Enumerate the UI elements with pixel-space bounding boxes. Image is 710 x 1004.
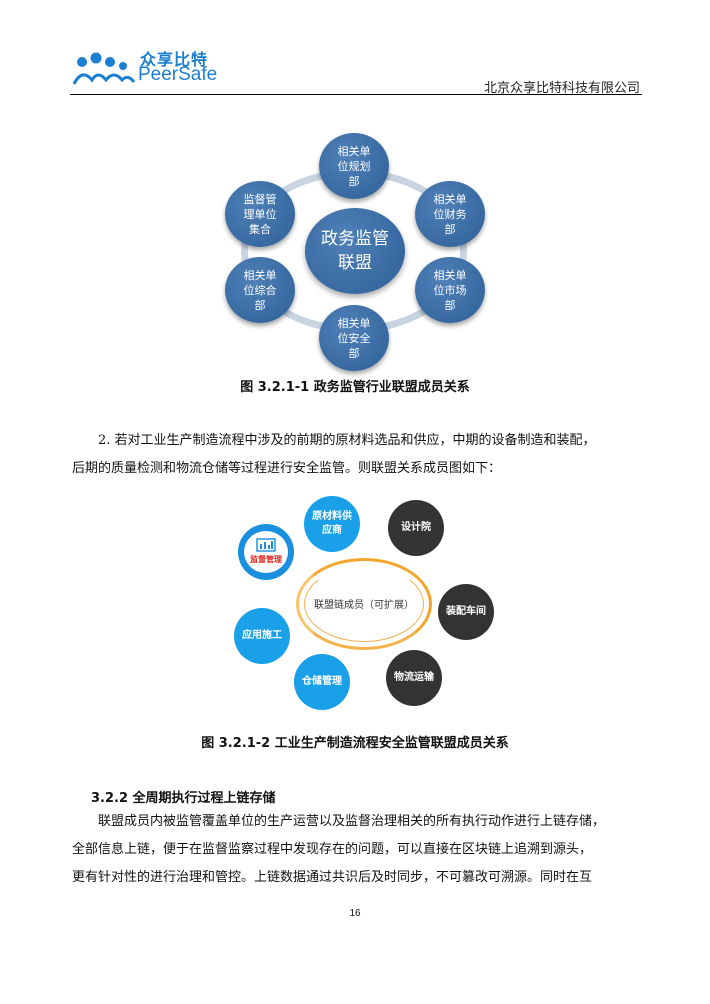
node-safety: 相关单位安全部	[319, 305, 389, 371]
logo-english-name: PeerSafe	[138, 64, 218, 85]
node-general: 相关单位综合部	[225, 257, 295, 323]
paragraph-line: 更有针对性的进行治理和管控。上链数据通过共识后及时同步，不可篡改可溯源。同时在互	[72, 870, 593, 885]
node-monitor: 监督管理	[238, 524, 294, 580]
paragraph-2: 联盟成员内被监管覆盖单位的生产运营以及监督治理相关的所有执行动作进行上链存储， …	[72, 808, 644, 892]
paragraph-line: 2. 若对工业生产制造流程中涉及的前期的原材料选品和供应，中期的设备制造和装配，	[98, 433, 596, 448]
paragraph-1: 2. 若对工业生产制造流程中涉及的前期的原材料选品和供应，中期的设备制造和装配，…	[72, 427, 644, 483]
header-divider	[70, 94, 642, 95]
node-construction: 应用施工	[234, 608, 290, 664]
node-logistics: 物流运输	[386, 650, 442, 706]
node-design-institute: 设计院	[388, 500, 444, 556]
monitor-label: 监督管理	[250, 554, 282, 564]
page-number: 16	[349, 908, 361, 919]
chain-ring-inner	[304, 566, 424, 642]
figure1-caption: 图 3.2.1-1 政务监管行业联盟成员关系	[240, 380, 470, 395]
chain-ring-outer	[296, 558, 432, 650]
node-planning: 相关单位规划部	[319, 133, 389, 199]
node-finance: 相关单位财务部	[415, 181, 485, 247]
paragraph-line: 后期的质量检测和物流仓储等过程进行安全监管。则联盟关系成员图如下：	[72, 461, 502, 476]
company-name: 北京众享比特科技有限公司	[483, 81, 640, 96]
node-storage: 仓储管理	[294, 654, 350, 710]
people-logo-icon	[72, 52, 136, 85]
section-heading: 3.2.2 全周期执行过程上链存储	[91, 791, 276, 806]
chain-center-label: 联盟链成员（可扩展）	[314, 600, 414, 611]
diagram-center-node: 政务监管联盟	[305, 208, 405, 294]
logo-chinese-name: 众享比特	[140, 50, 209, 69]
monitor-badge: 监督管理	[244, 531, 288, 573]
node-assembly: 装配车间	[438, 584, 494, 640]
bar-chart-icon	[256, 537, 276, 552]
figure2-caption: 图 3.2.1-2 工业生产制造流程安全监管联盟成员关系	[201, 736, 509, 751]
paragraph-line: 全部信息上链，便于在监督监察过程中发现存在的问题，可以直接在区块链上追溯到源头，	[72, 842, 593, 857]
figure-chain-members: 联盟链成员（可扩展） 原材料供应商 设计院 监督管理 装配车间 应用施工 仓储管…	[232, 496, 494, 712]
node-supplier: 原材料供应商	[304, 496, 360, 552]
node-supervision: 监督管理单位集合	[225, 181, 295, 247]
company-logo: 众享比特 PeerSafe	[72, 44, 232, 90]
node-market: 相关单位市场部	[415, 257, 485, 323]
figure-alliance-diagram: 政务监管联盟 相关单位规划部 相关单位财务部 相关单位市场部 相关单位安全部 相…	[219, 129, 501, 371]
paragraph-line: 联盟成员内被监管覆盖单位的生产运营以及监督治理相关的所有执行动作进行上链存储，	[98, 814, 606, 829]
